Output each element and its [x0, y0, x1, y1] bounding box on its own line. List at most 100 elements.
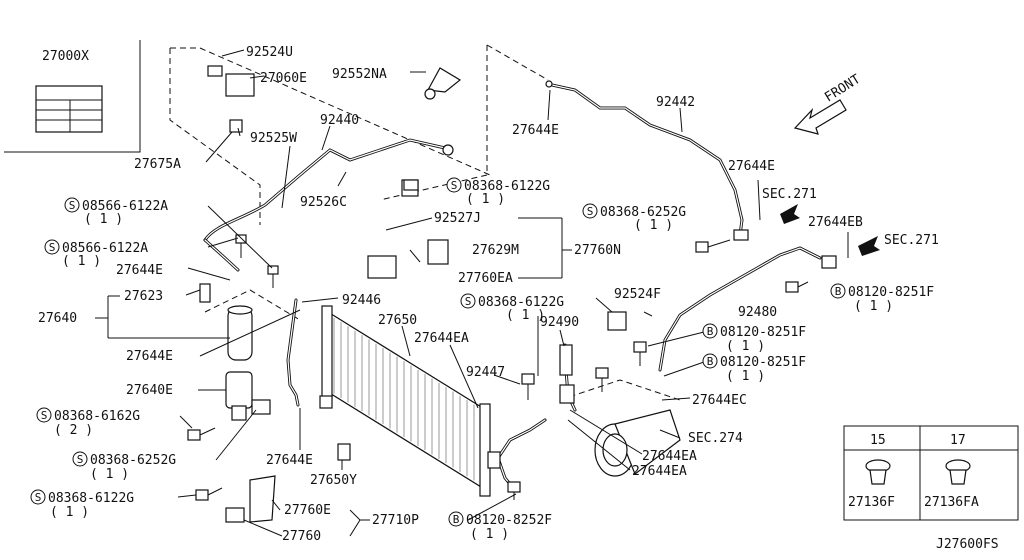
part-27644EA: 27644EA [642, 449, 697, 464]
spec-marker-letter: S [35, 491, 42, 504]
quantity: ( 1 ) [506, 308, 545, 323]
part-27760EA: 27760EA [458, 271, 513, 286]
label-sticker-inset: 27000X [4, 40, 141, 153]
inset-ref-15: 15 [870, 433, 886, 448]
leader-lines [95, 49, 849, 537]
spec-marker [582, 203, 598, 219]
sec271-label: SEC.271 [762, 187, 817, 202]
part-92447: 92447 [466, 365, 505, 380]
spec-marker [448, 511, 464, 527]
part-27760: 27760 [282, 529, 321, 544]
spec-marker-letter: S [69, 199, 76, 212]
part-27644EC: 27644EC [692, 393, 747, 408]
front-arrow-icon: FRONT [793, 72, 863, 135]
part-08120-8251F: 08120-8251F [720, 355, 806, 370]
pipe-92442 [545, 80, 749, 241]
spec-marker [702, 323, 718, 339]
part-92552NA: 92552NA [332, 67, 387, 82]
part-92480: 92480 [738, 305, 777, 320]
spec-marker-letter: B [707, 325, 714, 338]
spec-marker-letter: S [41, 409, 48, 422]
drawing-number: J27600FS [936, 537, 999, 552]
part-08368-6122G: 08368-6122G [478, 295, 564, 310]
part-92524F: 92524F [614, 287, 661, 302]
part-27060E: 27060E [260, 71, 307, 86]
sec271-label: SEC.271 [884, 233, 939, 248]
spec-marker-letter: B [453, 513, 460, 526]
spec-marker [36, 407, 52, 423]
part-27623: 27623 [124, 289, 163, 304]
part-08120-8252F: 08120-8252F [466, 513, 552, 528]
spec-marker-letter: B [835, 285, 842, 298]
front-label: FRONT [822, 72, 863, 106]
spec-marker [64, 197, 80, 213]
part-92526C: 92526C [300, 195, 347, 210]
spec-marker [446, 177, 462, 193]
part-27644E: 27644E [266, 453, 313, 468]
part-08368-6252G: 08368-6252G [90, 453, 176, 468]
part-27644EB: 27644EB [808, 215, 863, 230]
part-27640E: 27640E [126, 383, 173, 398]
small-parts [207, 65, 627, 523]
part-27644EA: 27644EA [632, 464, 687, 479]
spec-marker [44, 239, 60, 255]
part-27675A: 27675A [134, 157, 181, 172]
part-27644EA: 27644EA [414, 331, 469, 346]
bolts [187, 179, 809, 501]
part-27760N: 27760N [574, 243, 621, 258]
spec-marker [702, 353, 718, 369]
quantity: ( 2 ) [54, 423, 93, 438]
sec271-arrow-icon [780, 204, 800, 224]
quantity: ( 1 ) [726, 369, 765, 384]
part-08566-6122A: 08566-6122A [62, 241, 148, 256]
part-27644E: 27644E [116, 263, 163, 278]
quantity: ( 1 ) [466, 192, 505, 207]
condenser-27650 [321, 305, 491, 497]
spec-marker-letter: S [587, 205, 594, 218]
spec-marker [830, 283, 846, 299]
spec-marker [460, 293, 476, 309]
inset-ref-17: 17 [950, 433, 966, 448]
quantity: ( 1 ) [634, 218, 673, 233]
quantity: ( 1 ) [50, 505, 89, 520]
part-92527J: 92527J [434, 211, 481, 226]
part-27760E: 27760E [284, 503, 331, 518]
pipe-92440 [203, 138, 454, 272]
liquid-tank-27640 [199, 283, 253, 361]
part-08120-8251F: 08120-8251F [848, 285, 934, 300]
quantity: ( 1 ) [726, 339, 765, 354]
spec-marker-letter: B [707, 355, 714, 368]
part-08120-8251F: 08120-8251F [720, 325, 806, 340]
quantity: ( 1 ) [854, 299, 893, 314]
spec-marker-letter: S [465, 295, 472, 308]
sec274-label: SEC.274 [688, 431, 743, 446]
part-92525W: 92525W [250, 131, 297, 146]
spec-marker [72, 451, 88, 467]
part-27136F: 27136F [848, 495, 895, 510]
quantity: ( 1 ) [62, 254, 101, 269]
part-92490: 92490 [540, 315, 579, 330]
part-08566-6122A: 08566-6122A [82, 199, 168, 214]
part-08368-6252G: 08368-6252G [600, 205, 686, 220]
part-92440: 92440 [320, 113, 359, 128]
part-27640: 27640 [38, 311, 77, 326]
clip-inset [843, 425, 1019, 521]
part-08368-6122G: 08368-6122G [464, 179, 550, 194]
sec271-arrow-icon [858, 236, 880, 256]
part-labels: 92524U 27060E 92552NA 92440 92525W 27675… [38, 45, 999, 552]
part-08368-6162G: 08368-6162G [54, 409, 140, 424]
part-27650Y: 27650Y [310, 473, 357, 488]
compressor-sec274 [594, 409, 681, 477]
part-92442: 92442 [656, 95, 695, 110]
part-27644E: 27644E [728, 159, 775, 174]
part-92524U: 92524U [246, 45, 293, 60]
part-08368-6122G: 08368-6122G [48, 491, 134, 506]
part-27710P: 27710P [372, 513, 419, 528]
pipe-92447 [496, 418, 547, 492]
quantity: ( 1 ) [470, 527, 509, 542]
spec-marker-letter: S [451, 179, 458, 192]
part-27000X: 27000X [42, 49, 89, 64]
